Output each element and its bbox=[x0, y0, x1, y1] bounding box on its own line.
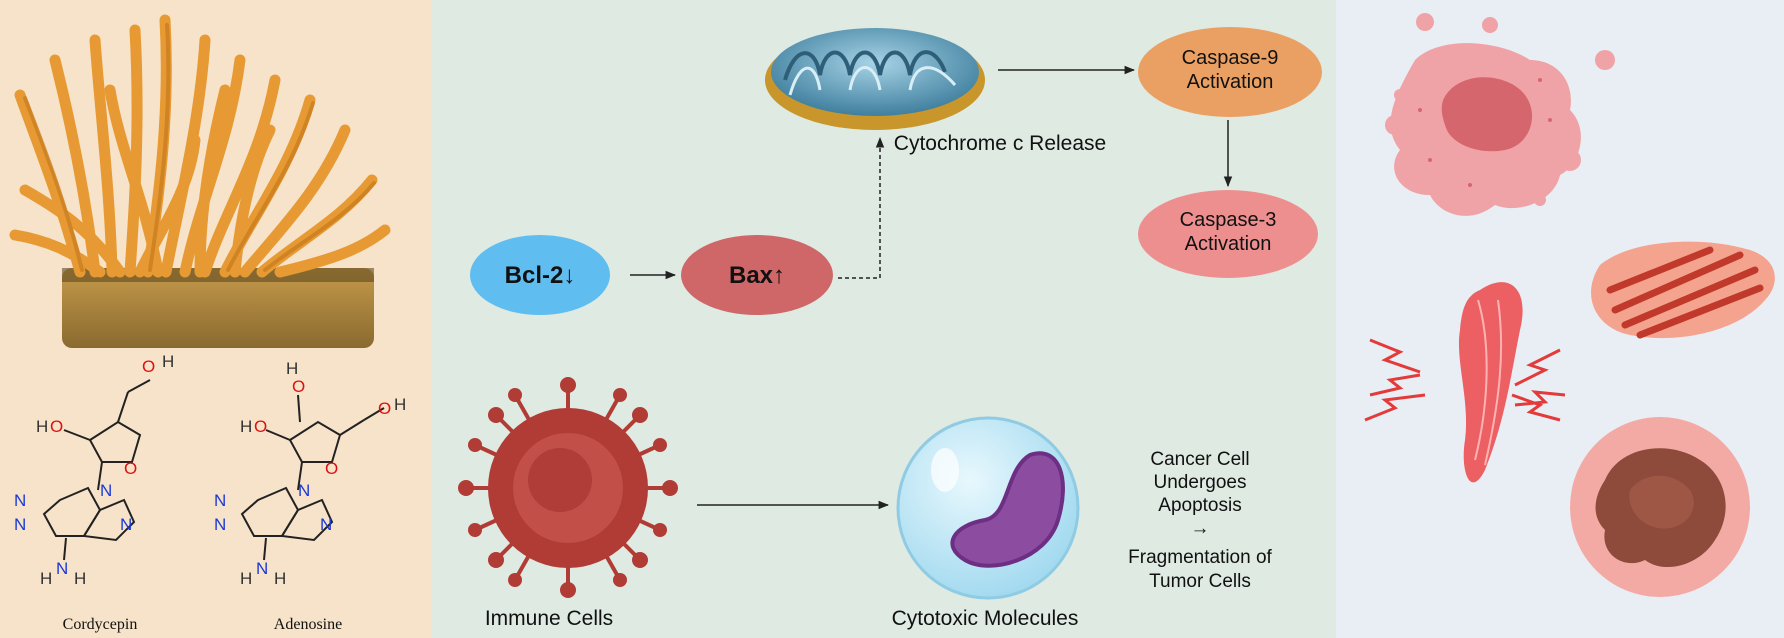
outcome-line-4: → bbox=[1191, 518, 1210, 539]
arrow-bax-to-mitochondrion bbox=[838, 136, 885, 279]
adenosine-hydrogen-top: H bbox=[286, 359, 298, 378]
bax-label: Bax↑ bbox=[729, 262, 785, 289]
caspase9-label-line1: Caspase-9 bbox=[1182, 47, 1279, 69]
outcome-text: Cancer Cell Undergoes Apoptosis → Fragme… bbox=[1128, 449, 1272, 592]
outcome-line-3: Apoptosis bbox=[1158, 495, 1241, 516]
outcome-line-5: Fragmentation of bbox=[1128, 547, 1272, 568]
adenosine-hydrogen-amine-1: H bbox=[240, 569, 252, 588]
cordycepin-nitrogen-amine: N bbox=[56, 559, 68, 578]
caspase3-label-line2: Activation bbox=[1185, 233, 1272, 255]
cordycepin-hydrogen-amine-2: H bbox=[74, 569, 86, 588]
cordycepin-oxygen-top: O bbox=[142, 357, 155, 376]
outcome-line-6: Tumor Cells bbox=[1149, 571, 1251, 592]
mitochondrion-icon bbox=[765, 28, 985, 130]
adenosine-oxygen-right: O bbox=[378, 399, 391, 418]
adenosine-nitrogen-1: N bbox=[298, 481, 310, 500]
cordycepin-oxygen-left: O bbox=[50, 417, 63, 436]
caspase9-node bbox=[1138, 27, 1322, 117]
cordycepin-hydrogen-top: H bbox=[162, 352, 174, 371]
apoptotic-cell-icon bbox=[1570, 417, 1750, 597]
muscle-fiber-icon bbox=[1364, 282, 1566, 483]
bcl2-label: Bcl-2↓ bbox=[505, 262, 576, 289]
caspase3-node bbox=[1138, 190, 1318, 278]
adenosine-hydrogen-left: H bbox=[240, 417, 252, 436]
adenosine-nitrogen-4: N bbox=[320, 515, 332, 534]
immune-cells-label: Immune Cells bbox=[485, 607, 613, 630]
cordycepin-nitrogen-2: N bbox=[14, 491, 26, 510]
tumor-cell-blob-icon bbox=[1385, 13, 1615, 216]
cordycepin-hydrogen-left: H bbox=[36, 417, 48, 436]
bax-node bbox=[681, 235, 833, 315]
cordycepin-nitrogen-4: N bbox=[120, 515, 132, 534]
adenosine-nitrogen-3: N bbox=[214, 515, 226, 534]
adenosine-caption: Adenosine bbox=[274, 616, 342, 633]
immune-cell-icon bbox=[458, 377, 678, 598]
outcome-line-2: Undergoes bbox=[1154, 472, 1247, 493]
cordycepin-hydrogen-amine-1: H bbox=[40, 569, 52, 588]
cytotoxic-label: Cytotoxic Molecules bbox=[892, 607, 1079, 630]
adenosine-hydrogen-right: H bbox=[394, 395, 406, 414]
adenosine-nitrogen-amine: N bbox=[256, 559, 268, 578]
fragmented-tumor-icon bbox=[1591, 241, 1775, 339]
cordycepin-nitrogen-1: N bbox=[100, 481, 112, 500]
cordycepin-structure bbox=[42, 379, 151, 542]
cordycepin-oxygen-ring: O bbox=[124, 459, 137, 478]
cordycepin-caption: Cordycepin bbox=[63, 616, 138, 633]
adenosine-oxygen-ring: O bbox=[325, 459, 338, 478]
adenosine-oxygen-top: O bbox=[292, 377, 305, 396]
adenosine-nitrogen-2: N bbox=[214, 491, 226, 510]
adenosine-structure bbox=[240, 394, 385, 542]
adenosine-hydrogen-amine-2: H bbox=[274, 569, 286, 588]
cordycepin-nitrogen-3: N bbox=[14, 515, 26, 534]
cytochrome-label: Cytochrome c Release bbox=[894, 132, 1106, 155]
bcl2-node bbox=[470, 235, 610, 315]
cordyceps-illustration bbox=[9, 14, 391, 348]
caspase9-label-line2: Activation bbox=[1187, 71, 1274, 93]
adenosine-oxygen-left: O bbox=[254, 417, 267, 436]
outcome-line-1: Cancer Cell bbox=[1150, 449, 1249, 470]
cytotoxic-molecule-icon bbox=[896, 416, 1080, 600]
caspase3-label-line1: Caspase-3 bbox=[1180, 209, 1277, 231]
